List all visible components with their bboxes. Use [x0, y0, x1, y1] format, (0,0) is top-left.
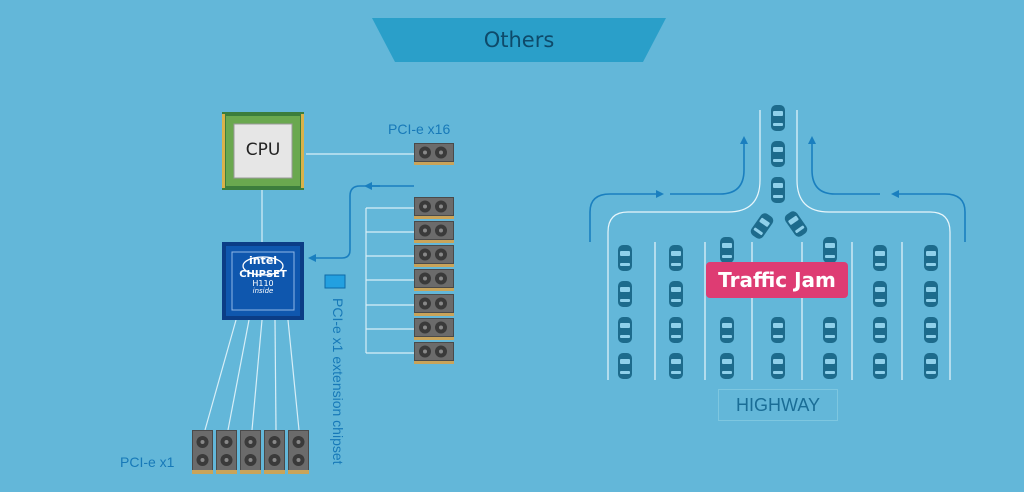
gpu-x1-2	[216, 430, 237, 474]
chipset-line2: H110	[252, 279, 274, 289]
return-arrow	[308, 185, 414, 262]
cpu-label: CPU	[245, 140, 281, 160]
chipset-line3: inside	[252, 287, 274, 296]
gpu-ext-3	[414, 245, 454, 267]
gpu-x16	[414, 143, 454, 165]
highway-label: HIGHWAY	[718, 389, 838, 421]
bus-lines	[204, 153, 414, 431]
chipset-chip	[222, 242, 304, 320]
extension-chip	[324, 274, 346, 289]
gpu-x1-3	[240, 430, 261, 474]
pcie-x16-label: PCI-e x16	[388, 121, 451, 137]
gpu-ext-5	[414, 294, 454, 316]
pcie-x1-label: PCI-e x1	[120, 454, 175, 470]
chipset-brand: intel	[248, 254, 278, 267]
gpu-ext-7	[414, 342, 454, 364]
traffic-jam-badge: Traffic Jam	[706, 262, 848, 298]
cpu-chip	[222, 112, 304, 190]
gpu-x1-4	[264, 430, 285, 474]
gpu-ext-4	[414, 269, 454, 291]
gpu-x1-5	[288, 430, 309, 474]
gpu-ext-6	[414, 318, 454, 340]
traffic-arrows	[589, 136, 966, 242]
gpu-ext-1	[414, 197, 454, 219]
chipset-logo: intel CHIPSET H110 inside	[232, 255, 294, 296]
cars	[618, 105, 938, 379]
page-title: Others	[483, 28, 555, 52]
chipset-line1: CHIPSET	[239, 268, 287, 280]
extension-chipset-label: PCI-e x1 extension chipset	[330, 298, 346, 465]
road-lines	[607, 110, 951, 380]
title-banner	[372, 18, 666, 62]
gpu-ext-2	[414, 221, 454, 243]
gpu-x1-1	[192, 430, 213, 474]
